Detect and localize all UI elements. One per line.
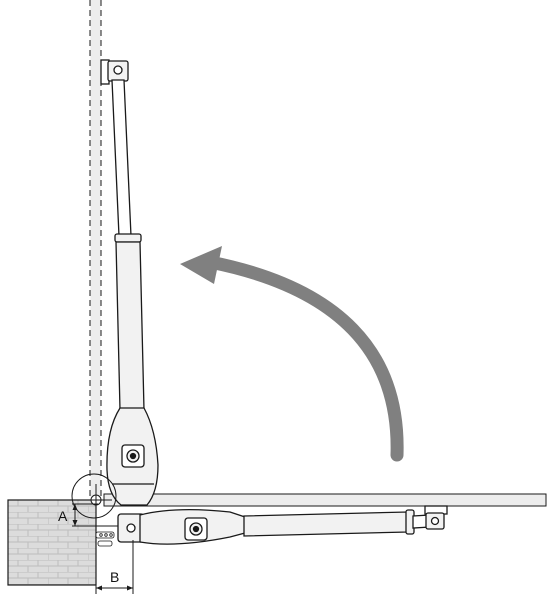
gate-leaf-open (89, 0, 102, 500)
actuator-closed-position (117, 505, 448, 545)
hinge-pivot-detail (71, 473, 117, 519)
actuator-open-position (100, 59, 159, 506)
wall-pillar (7, 499, 97, 586)
dimension-a-label: A (58, 508, 68, 524)
dimension-a (72, 503, 118, 527)
dimension-b-label: B (110, 569, 119, 585)
opening-direction-arrow (180, 246, 404, 462)
mounting-bolts (95, 531, 115, 547)
gate-leaf-closed (103, 493, 547, 507)
dimension-b (95, 510, 134, 594)
